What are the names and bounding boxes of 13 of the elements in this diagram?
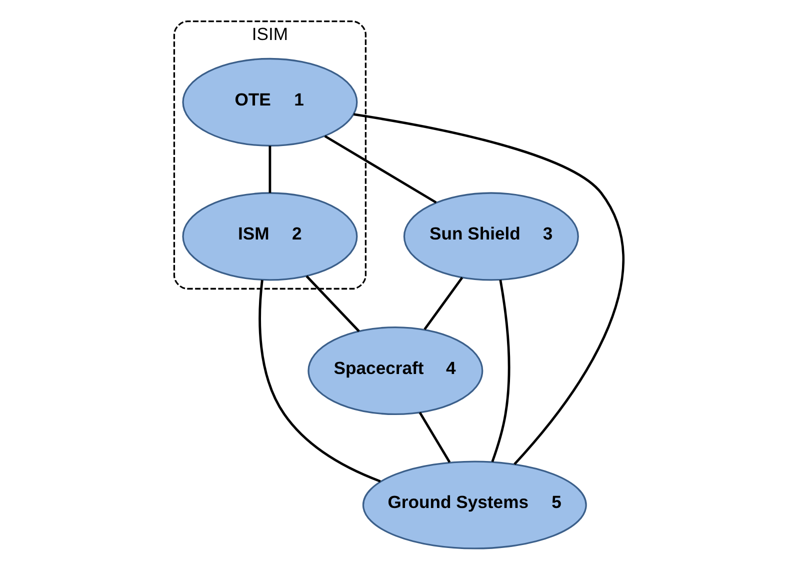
node-ellipse: ISM 2	[182, 192, 358, 281]
connector	[424, 276, 464, 330]
connector	[418, 412, 451, 463]
node-ellipse: Spacecraft 4	[308, 326, 484, 416]
connector	[268, 146, 272, 193]
node-ellipse: Ground Systems 5	[362, 460, 587, 550]
connector	[306, 275, 360, 332]
connector	[324, 135, 437, 204]
node-ellipse: OTE 1	[182, 58, 358, 146]
node-ellipse: Sun Shield 3	[403, 192, 579, 281]
connector	[258, 280, 381, 482]
connector	[491, 280, 510, 462]
connector	[353, 113, 624, 465]
